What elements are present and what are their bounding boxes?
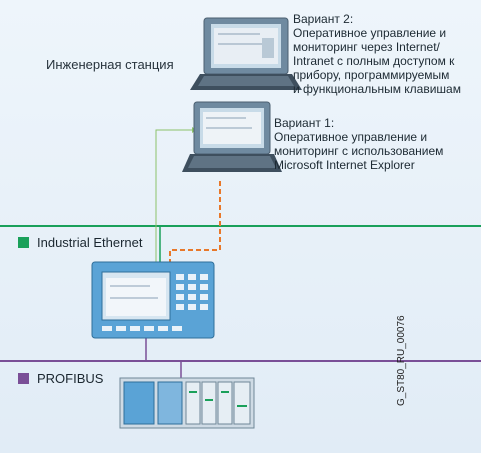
remote-access-dashed-link [169, 180, 221, 296]
profibus-legend-square [18, 373, 29, 384]
profibus-label: PROFIBUS [37, 371, 104, 386]
web-link-arrow [155, 129, 192, 298]
ethernet-legend-square [18, 237, 29, 248]
hmi-panel-icon [91, 261, 215, 339]
variant2-description: Вариант 2: Оперативное управление и мони… [293, 12, 461, 96]
laptop-icon-variant1 [182, 101, 282, 172]
engineering-station-label: Инженерная станция [46, 57, 174, 72]
figure-reference-id: G_ST80_RU_00076 [396, 315, 407, 406]
industrial-ethernet-label: Industrial Ethernet [37, 235, 143, 250]
variant1-description: Вариант 1: Оперативное управление и мони… [274, 116, 444, 172]
laptop-icon-variant2 [190, 17, 302, 90]
plc-rack-icon [119, 377, 255, 429]
